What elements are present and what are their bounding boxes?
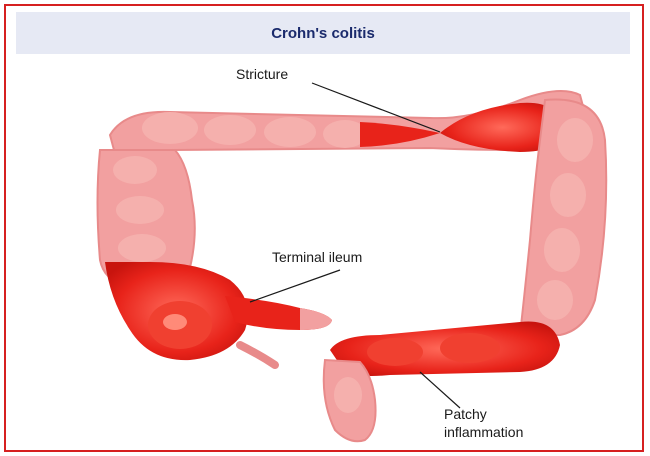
label-stricture: Stricture (236, 66, 288, 82)
patchy-pointer (420, 372, 460, 408)
label-patchy-line2: inflammation (444, 424, 523, 440)
label-terminal-ileum: Terminal ileum (272, 249, 362, 265)
label-patchy-line1: Patchy (444, 406, 487, 422)
rectum (324, 360, 376, 441)
terminal-ileum-pointer (250, 270, 340, 302)
